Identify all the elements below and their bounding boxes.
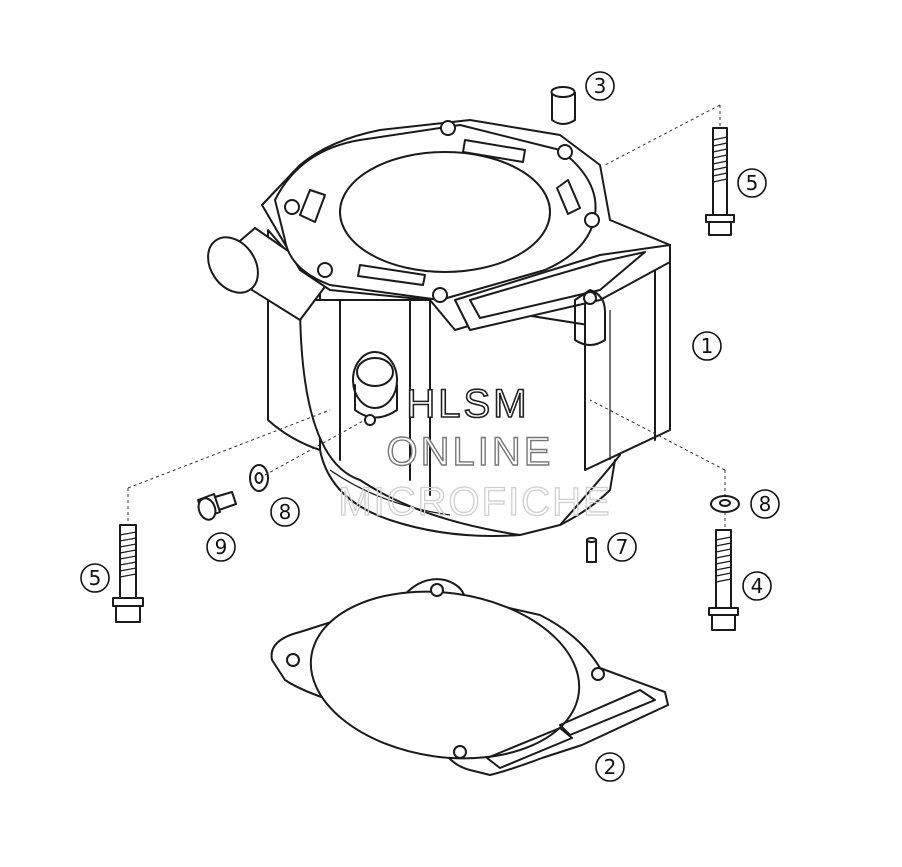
- callout-1: 1: [692, 331, 722, 361]
- callout-5-upper: 5: [737, 168, 767, 198]
- bolt-4: [708, 529, 739, 631]
- svg-text:2: 2: [604, 755, 617, 779]
- svg-text:8: 8: [279, 500, 292, 524]
- watermark: HLSM ONLINE MICROFICHE: [338, 381, 611, 524]
- callout-9: 9: [206, 532, 236, 562]
- svg-text:1: 1: [701, 334, 714, 358]
- cylinder: [207, 119, 671, 537]
- watermark-line-3: MICROFICHE: [338, 480, 611, 524]
- svg-text:8: 8: [759, 492, 772, 516]
- watermark-line-2: ONLINE: [387, 430, 554, 474]
- svg-text:9: 9: [215, 535, 228, 559]
- callouts: 1 2 3 4 5 5 7 8: [80, 71, 780, 782]
- leader-lines: [127, 104, 726, 530]
- callout-4: 4: [742, 571, 772, 601]
- base-gasket: [270, 578, 669, 776]
- callout-2: 2: [595, 752, 625, 782]
- svg-text:4: 4: [751, 574, 764, 598]
- svg-text:5: 5: [746, 171, 759, 195]
- screw-9: [197, 491, 237, 521]
- stud-bolt-upper: [705, 127, 735, 236]
- callout-5-lower: 5: [80, 563, 110, 593]
- washer-left: [249, 464, 269, 492]
- washer-right: [710, 495, 740, 513]
- watermark-line-1: HLSM: [406, 382, 529, 426]
- callout-3: 3: [585, 71, 615, 101]
- stud-bolt-lower: [112, 524, 144, 623]
- svg-text:3: 3: [594, 74, 607, 98]
- callout-8-right: 8: [750, 489, 780, 519]
- dowel-sleeve: [550, 86, 576, 125]
- dowel-pin-7: [586, 537, 597, 563]
- svg-text:7: 7: [616, 535, 629, 559]
- callout-7: 7: [607, 532, 637, 562]
- svg-text:5: 5: [89, 566, 102, 590]
- callout-8-left: 8: [270, 497, 300, 527]
